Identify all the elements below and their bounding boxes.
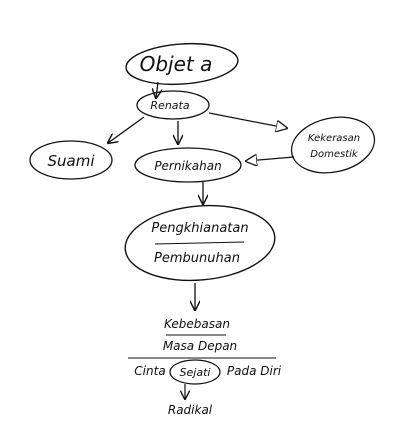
node-pembunuhan-label: Pembunuhan	[154, 251, 240, 266]
label-cinta: Cinta	[134, 364, 165, 378]
label-pada-diri: Pada Diri	[227, 364, 282, 378]
node-objet-a-label: Objet a	[140, 52, 213, 76]
arrow-kekerasan-to-pernikahan	[247, 157, 295, 161]
arrow-renata-to-kekerasan	[208, 112, 286, 128]
arrow-objet-to-renata	[156, 81, 158, 98]
node-pengkhianatan-label: Pengkhianatan	[151, 221, 248, 236]
node-kekerasan-domestik: Kekerasan Domestik	[290, 116, 376, 174]
node-kekerasan-label-1: Kekerasan	[308, 133, 360, 144]
node-pengkhianatan-pembunuhan: Pengkhianatan Pembunuhan	[124, 204, 276, 282]
node-suami: Suami	[29, 140, 113, 180]
arrow-renata-to-suami	[108, 116, 145, 143]
circle-sejati	[169, 359, 221, 385]
node-pernikahan-label: Pernikahan	[154, 159, 221, 173]
label-sejati: Sejati	[180, 366, 211, 379]
node-suami-label: Suami	[48, 152, 96, 170]
node-pernikahan: Pernikahan	[134, 147, 242, 183]
node-renata-label: Renata	[150, 99, 189, 112]
node-renata: Renata	[136, 90, 210, 120]
node-pengkhianatan-underline	[154, 241, 245, 245]
label-masa-depan: Masa Depan	[163, 339, 237, 353]
label-kebebasan: Kebebasan	[164, 317, 230, 331]
row-cinta-sejati: Cinta Sejati Pada Diri	[134, 359, 282, 385]
node-objet-a: Objet a	[125, 42, 239, 86]
node-kekerasan-label-2: Domestik	[310, 149, 359, 160]
label-radikal: Radikal	[168, 403, 213, 417]
